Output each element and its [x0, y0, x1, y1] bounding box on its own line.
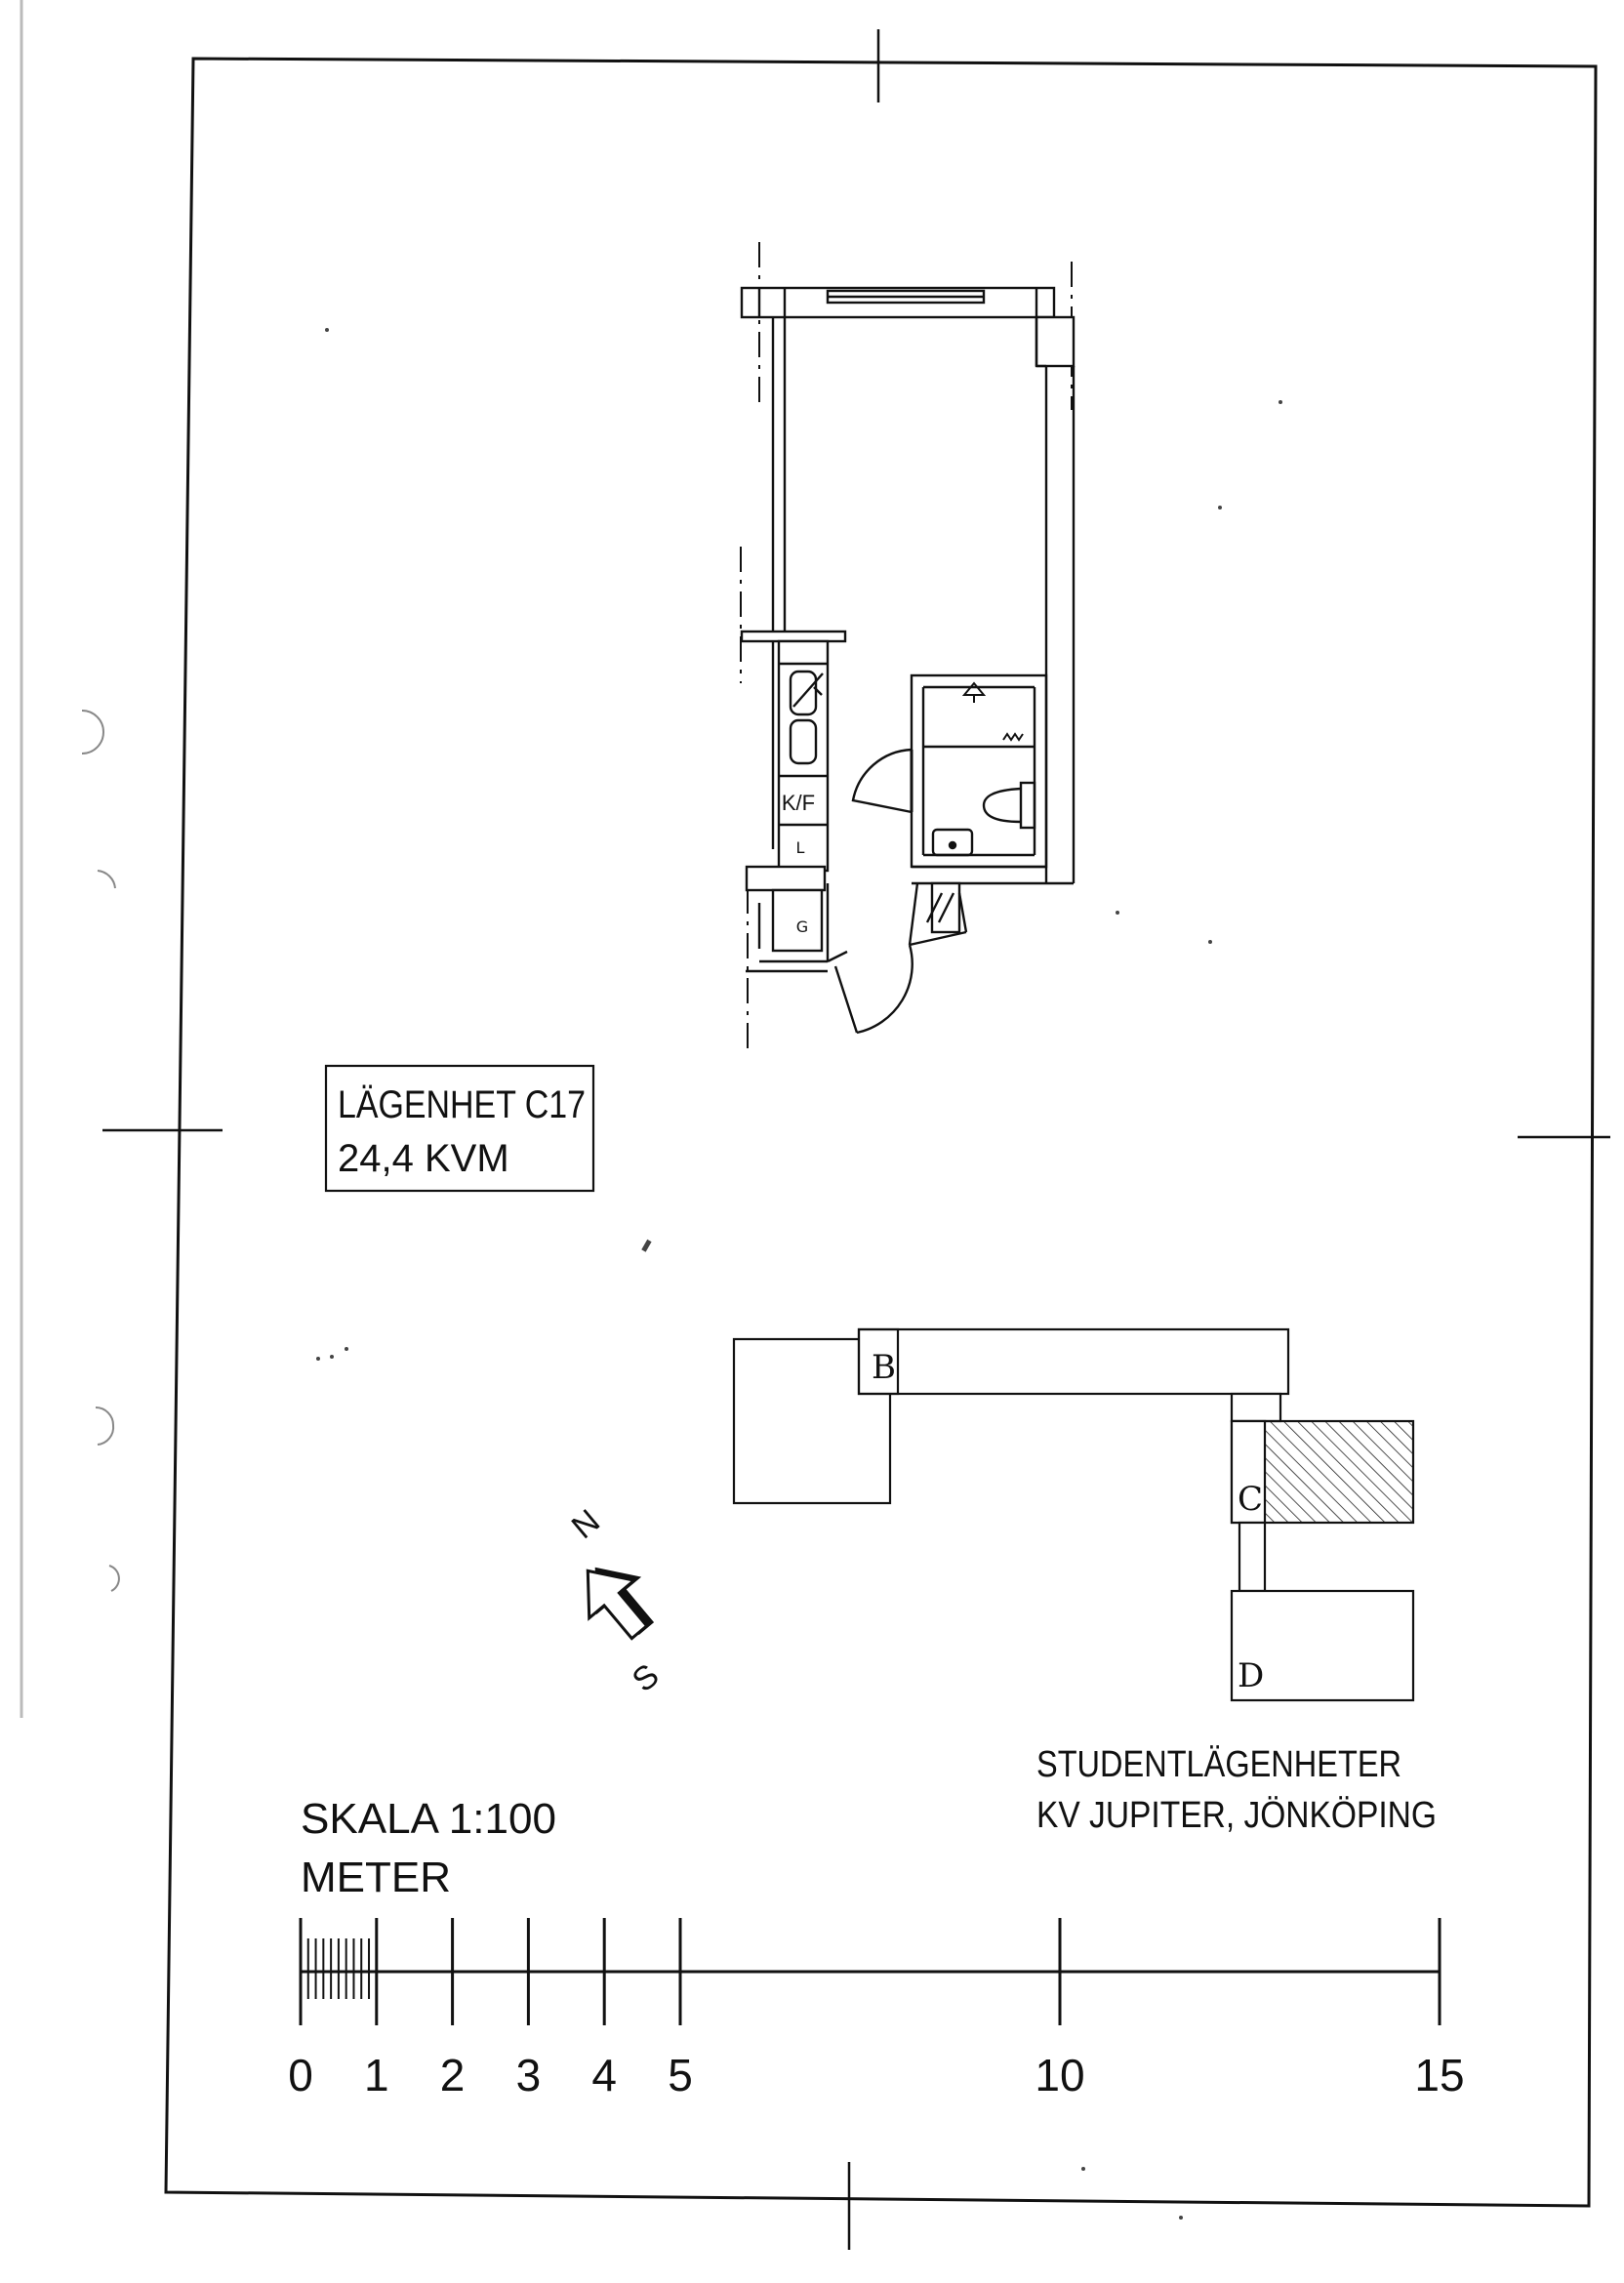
- building-b-wing: [732, 1337, 892, 1505]
- building-b: [857, 1327, 1290, 1396]
- building-b-label: B: [872, 1348, 896, 1387]
- floor-plan: K/F L G: [740, 242, 1076, 1049]
- building-d-label: D: [1238, 1656, 1264, 1695]
- kitchen-counter: [740, 630, 847, 873]
- apartment-name: LÄGENHET C17: [338, 1083, 586, 1126]
- cabinet-g-label: G: [796, 917, 808, 936]
- fridge-freezer-label: K/F: [782, 791, 815, 815]
- building-c-label: C: [1238, 1480, 1263, 1519]
- site-plan-labels: B C D: [872, 1348, 1264, 1695]
- north-arrow: N S: [565, 1502, 667, 1699]
- scale-title: SKALA 1:100: [301, 1795, 556, 1843]
- south-label: S: [626, 1656, 667, 1699]
- scan-specks: [316, 328, 1282, 2220]
- scale-unit: METER: [301, 1854, 451, 1901]
- kitchen-labels: K/F L: [782, 791, 815, 857]
- building-d: [1230, 1589, 1415, 1702]
- entry-area: [745, 865, 968, 1035]
- project-title-line1: STUDENTLÄGENHETER: [1036, 1744, 1401, 1785]
- registration-marks: [102, 29, 1610, 2250]
- grid-axis-lines: [740, 242, 1073, 1049]
- scan-artefacts: [20, 0, 120, 1718]
- project-title: STUDENTLÄGENHETER KV JUPITER, JÖNKÖPING: [1036, 1744, 1437, 1836]
- scale-tick-label-1: 1: [364, 2050, 389, 2100]
- apartment-area: 24,4 KVM: [338, 1137, 509, 1180]
- project-title-line2: KV JUPITER, JÖNKÖPING: [1036, 1795, 1437, 1836]
- scale-tick-label-4: 4: [591, 2050, 617, 2100]
- scale-tick-label-2: 2: [440, 2050, 466, 2100]
- scale-tick-label-3: 3: [516, 2050, 542, 2100]
- site-plan: [732, 1327, 1415, 1702]
- apartment-label-box: LÄGENHET C17 24,4 KVM: [324, 1064, 595, 1193]
- top-wall-window: [740, 286, 1076, 368]
- scale-tick-label-5: 5: [668, 2050, 693, 2100]
- bathroom: [851, 673, 1048, 869]
- scale-tick-label-10: 10: [1035, 2050, 1084, 2100]
- scale-tick-label-15: 15: [1414, 2050, 1464, 2100]
- scale-tick-label-0: 0: [288, 2050, 313, 2100]
- drawing-border: [164, 57, 1598, 2208]
- cabinet-l-label: L: [796, 838, 805, 857]
- north-label: N: [565, 1502, 607, 1546]
- scale-subticks: [306, 1938, 371, 1999]
